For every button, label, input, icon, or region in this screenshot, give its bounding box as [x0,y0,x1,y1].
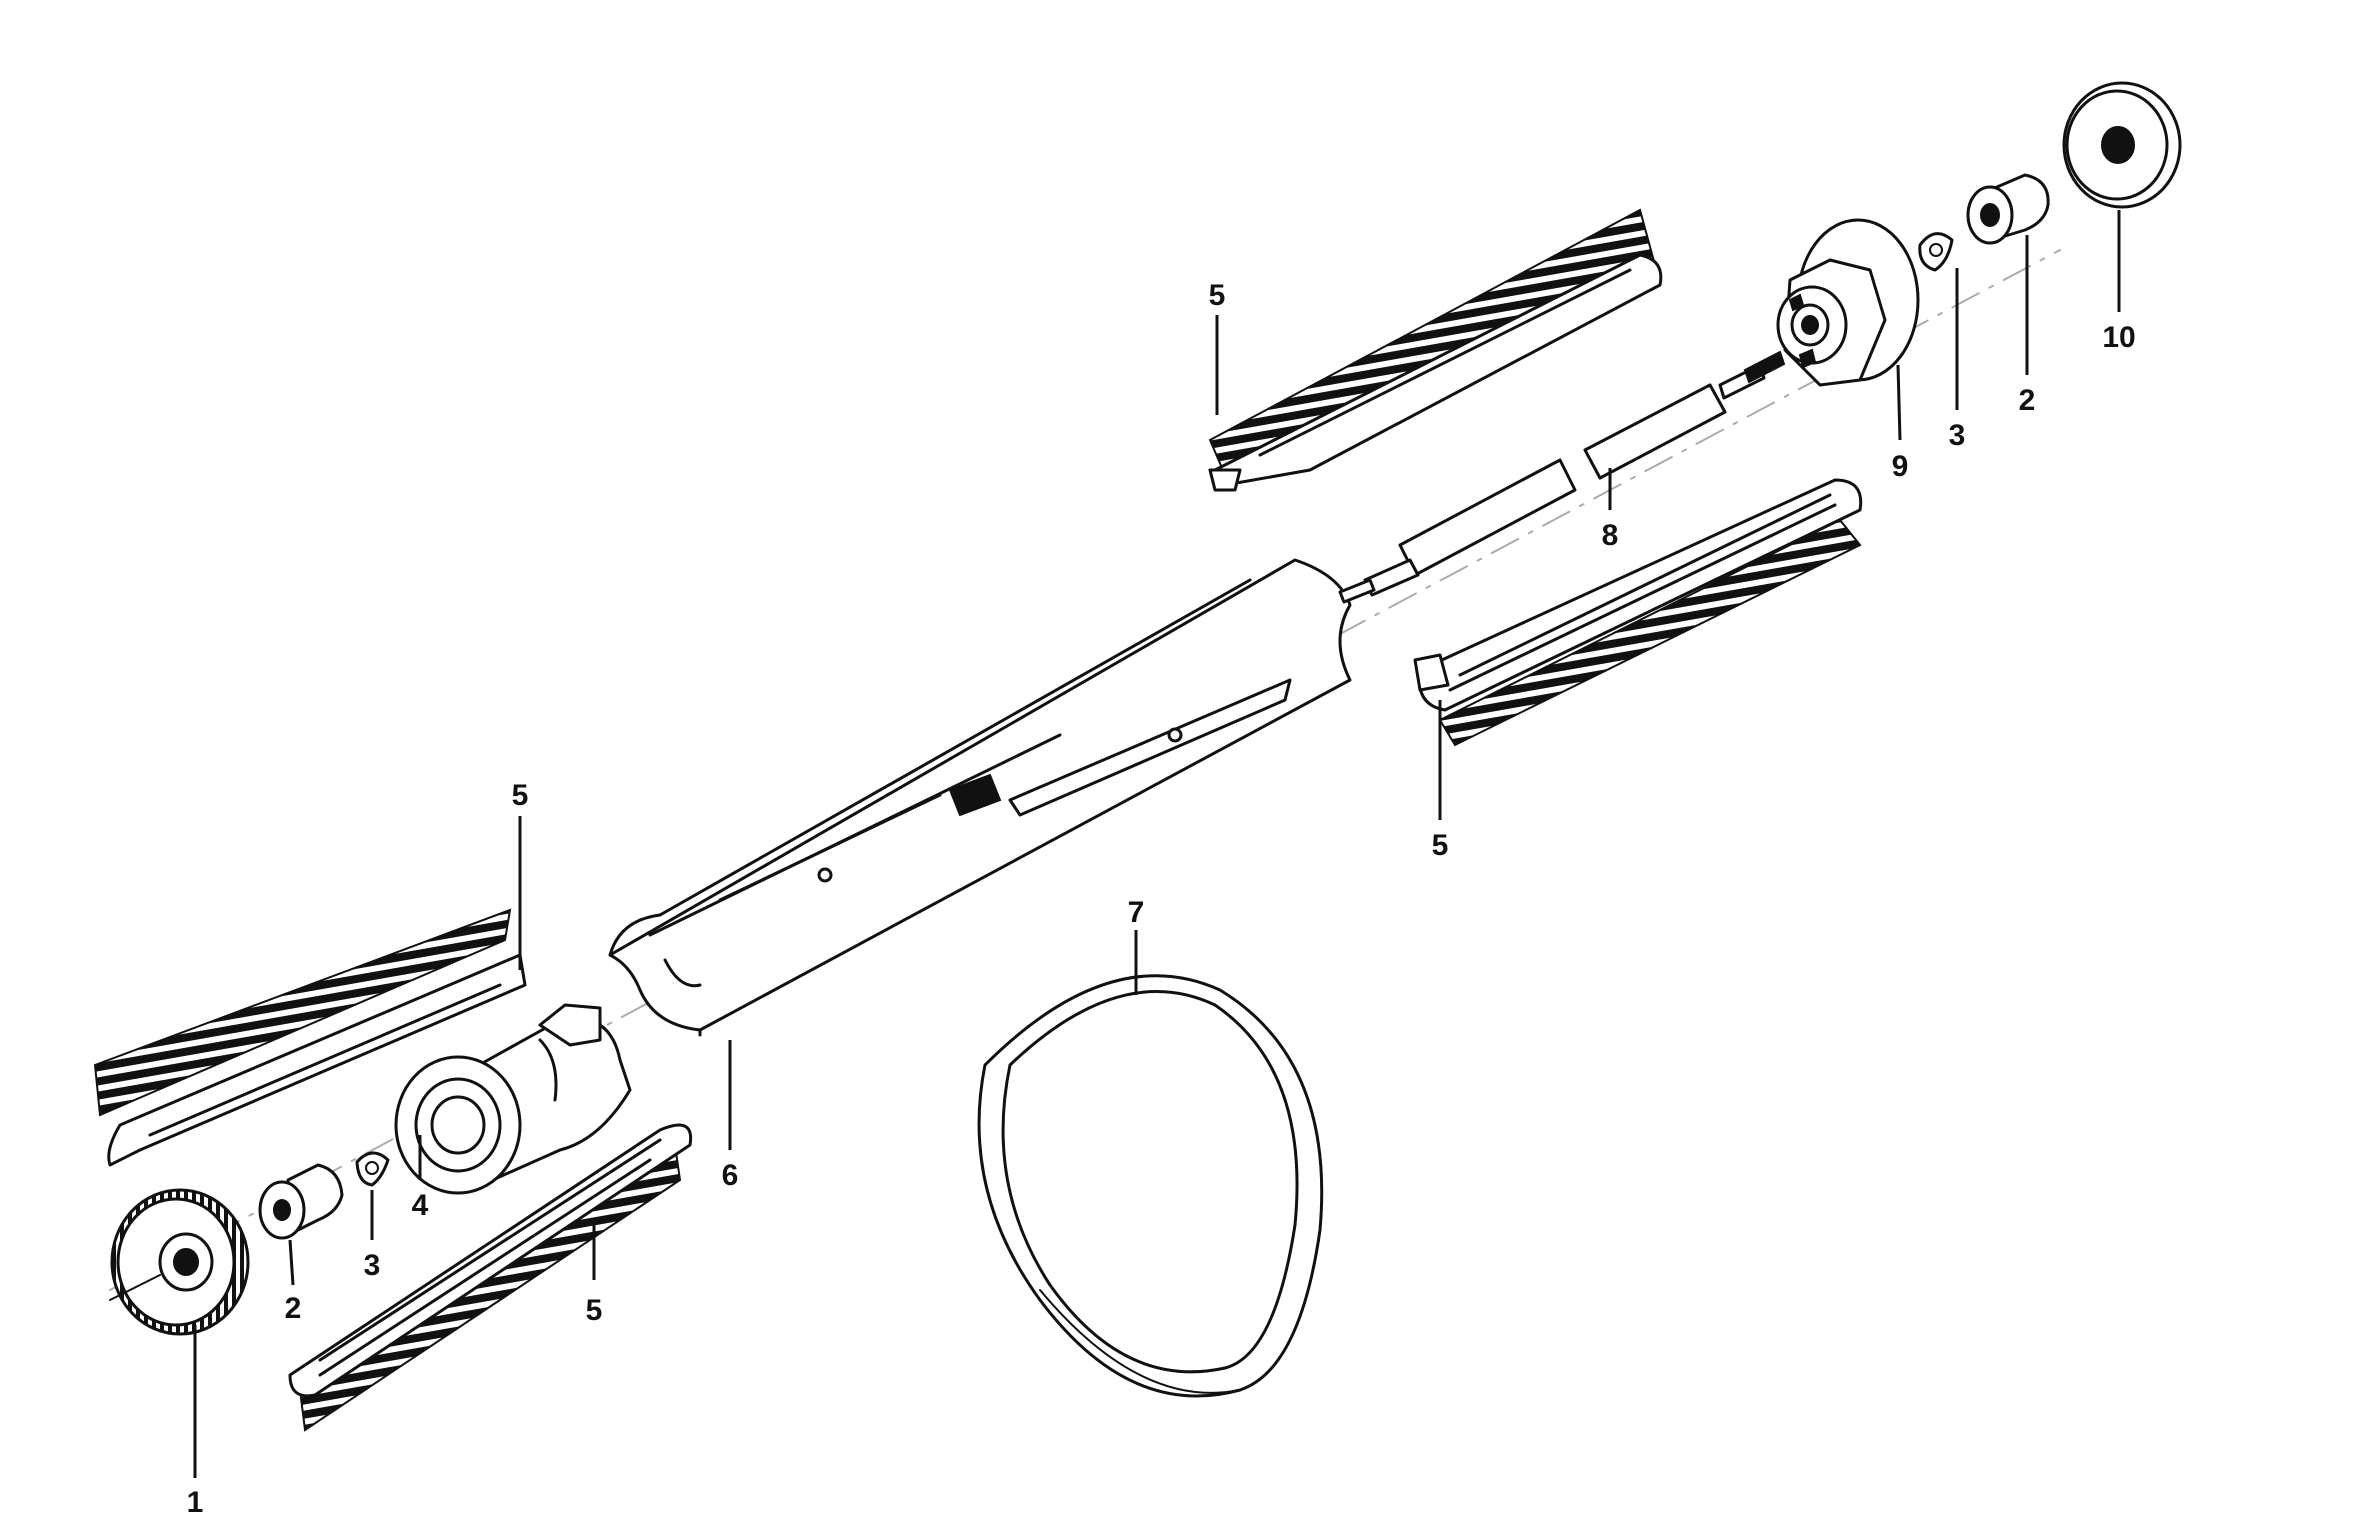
bearing-bushing-right [1966,173,2050,245]
bearing-bushing-left [258,1163,344,1240]
callout-8: 8 [1602,519,1619,552]
brush-strip-lower-left [288,1123,693,1432]
callout-10: 10 [2102,321,2135,354]
callout-5-upper-right: 5 [1209,279,1226,312]
brush-strip-upper-right [1208,208,1663,492]
retaining-clip-left [355,1151,390,1187]
callout-3-right: 3 [1949,419,1966,452]
end-cap-bearing-housing [394,1003,632,1195]
callout-1: 1 [187,1486,204,1519]
retaining-clip-right [1918,232,1954,272]
end-housing-right [1776,218,1920,387]
callout-3-left: 3 [364,1249,381,1282]
callout-5-lower-right: 5 [1432,829,1449,862]
callout-leaders [193,210,2121,1478]
callout-2-left: 2 [285,1292,302,1325]
callout-4: 4 [412,1189,429,1222]
callout-2-right: 2 [2019,384,2036,417]
end-disc [2062,81,2182,209]
brush-roll-body [608,558,1352,1037]
brush-strip-lower-right [1413,478,1863,747]
callout-7: 7 [1128,896,1145,929]
brush-roll-shaft [1338,350,1786,604]
callout-5-upper-left: 5 [512,779,529,812]
drive-belt [977,974,1324,1398]
callout-9: 9 [1892,450,1909,483]
callout-6: 6 [722,1159,739,1192]
drive-pulley [109,1188,250,1336]
brush-strip-upper-left [93,908,527,1167]
callout-5-lower-left: 5 [586,1294,603,1327]
